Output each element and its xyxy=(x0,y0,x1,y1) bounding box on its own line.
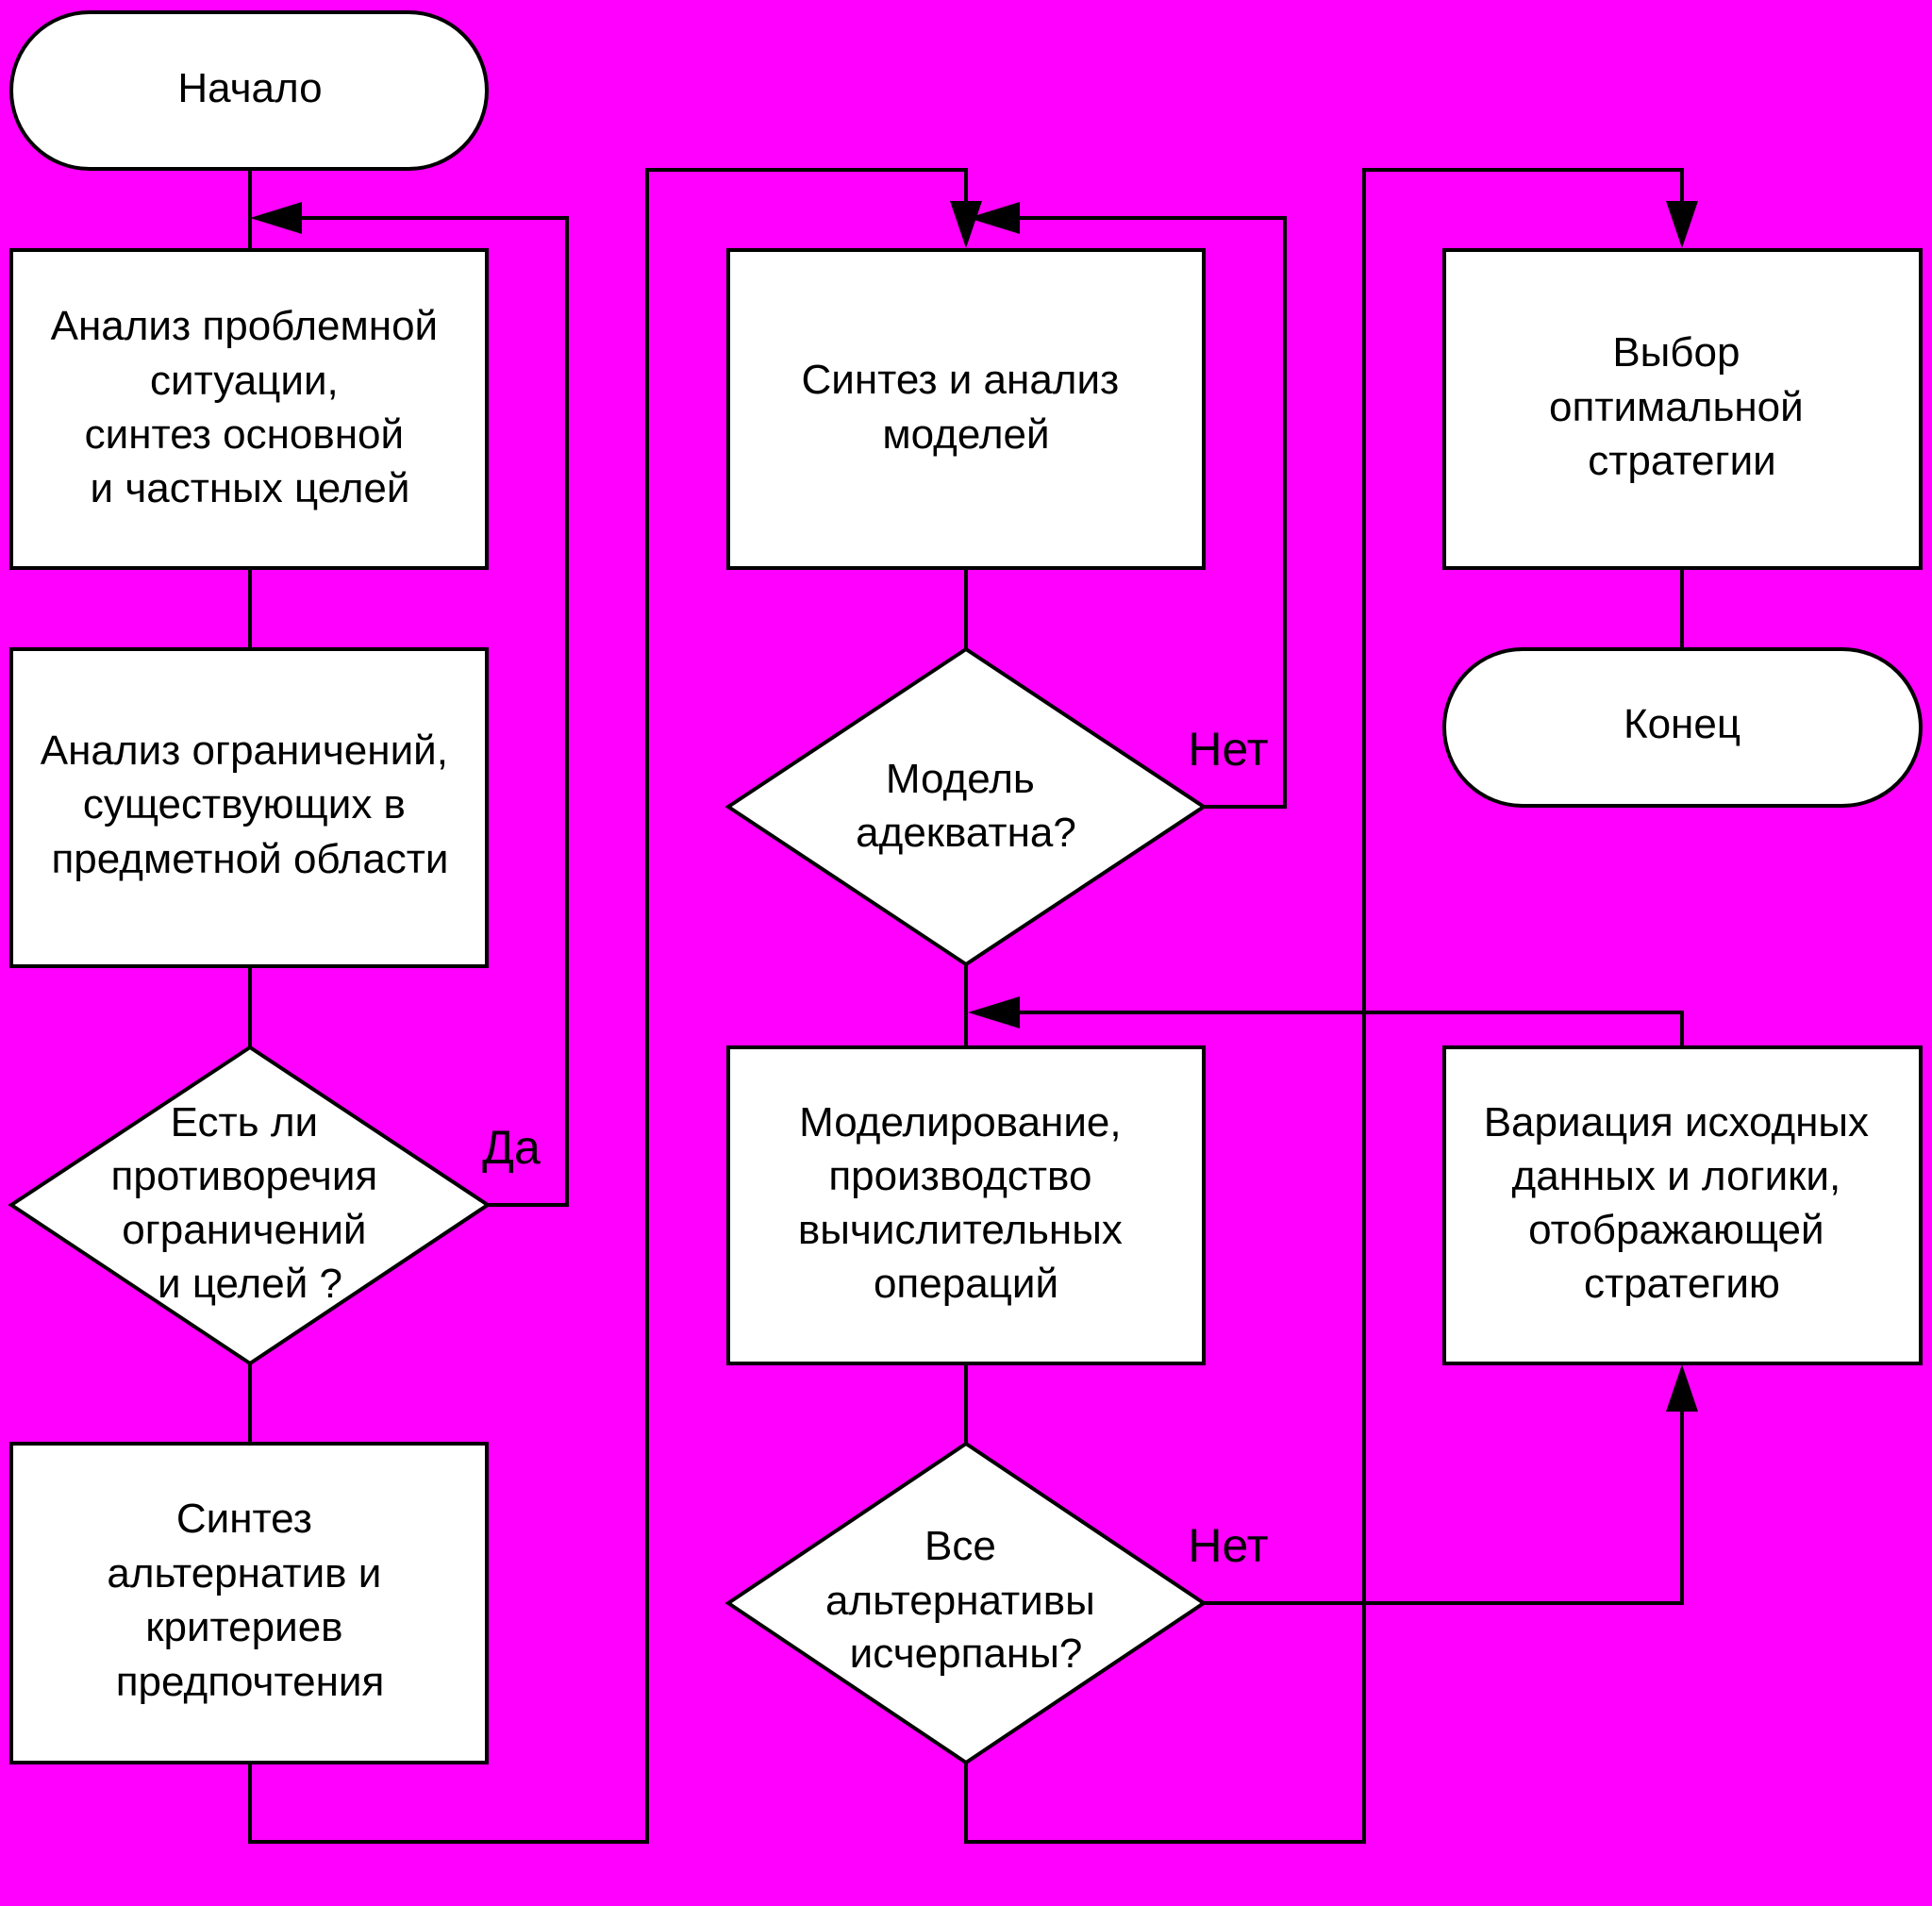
connector-conflicts-yes-loop xyxy=(285,216,569,1207)
connector-synthesis-to-models xyxy=(248,168,968,1844)
analysis-limits-box xyxy=(9,647,489,968)
arrowhead-into-choice xyxy=(1666,201,1698,248)
connector-model-no-loop xyxy=(1001,216,1287,809)
branch-labels: Да Нет Нет xyxy=(482,723,1269,1572)
choice-strategy-label: Выбор оптимальной стратегии xyxy=(1549,329,1815,484)
model-adequate-decision-label: Модель адекватна? xyxy=(856,756,1076,856)
synthesis-models-label: Синтез и анализ моделей xyxy=(802,357,1131,458)
synthesis-alternatives-box xyxy=(9,1442,489,1764)
branch-label-model-no: Нет xyxy=(1188,723,1268,776)
start-terminal xyxy=(9,10,489,171)
arrowheads xyxy=(250,201,1698,1412)
arrowhead-into-models-from-decision xyxy=(968,202,1020,234)
shapes xyxy=(8,10,1923,1765)
alternatives-exhausted-decision-diamond xyxy=(724,1441,1208,1765)
alternatives-exhausted-decision-label: Все альтернативы исчерпаны? xyxy=(825,1523,1107,1677)
analysis-limits-label: Анализ ограничений, существующих в предм… xyxy=(41,727,459,882)
start-label: Начало xyxy=(177,65,322,111)
arrowhead-into-variation xyxy=(1666,1364,1698,1412)
connector-variation-to-modeling xyxy=(1001,1011,1684,1047)
variation-box xyxy=(1442,1045,1923,1365)
arrowhead-into-modeling xyxy=(968,996,1020,1028)
modeling-label: Моделирование, производство вычислительн… xyxy=(798,1099,1134,1307)
analysis-problem-box xyxy=(9,248,489,570)
node-labels: Начало Анализ проблемной ситуации, синте… xyxy=(41,65,1881,1705)
branch-label-exhausted-no: Нет xyxy=(1188,1519,1268,1572)
arrowhead-into-models-from-synthesis xyxy=(950,201,982,248)
synthesis-models-box xyxy=(726,248,1206,570)
modeling-box xyxy=(726,1045,1206,1365)
analysis-problem-label: Анализ проблемной ситуации, синтез основ… xyxy=(51,303,450,511)
conflicts-decision-label: Есть ли противоречия ограничений и целей… xyxy=(111,1099,390,1307)
end-terminal xyxy=(1442,647,1923,808)
connector-exhausted-no-to-variation xyxy=(1204,1406,1684,1605)
end-label: Конец xyxy=(1624,701,1740,747)
connectors xyxy=(248,168,1684,1844)
connector-exhausted-yes-to-choice xyxy=(964,168,1684,1844)
conflicts-decision-diamond xyxy=(8,1045,491,1366)
choice-strategy-box xyxy=(1442,248,1923,570)
variation-label: Вариация исходных данных и логики, отобр… xyxy=(1484,1099,1881,1307)
model-adequate-decision-diamond xyxy=(724,646,1208,967)
synthesis-alternatives-label: Синтез альтернатив и критериев предпочте… xyxy=(107,1496,392,1705)
branch-label-conflicts-yes: Да xyxy=(482,1121,541,1174)
arrowhead-into-analysis xyxy=(250,202,302,234)
